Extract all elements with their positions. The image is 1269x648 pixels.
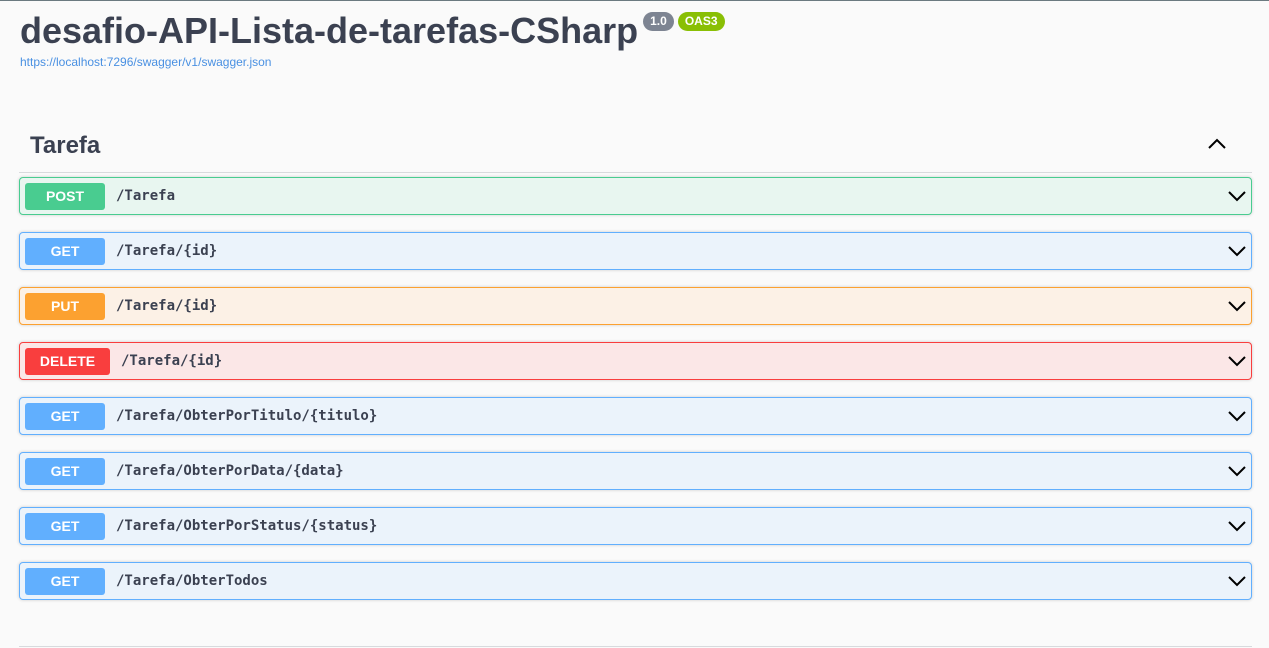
operation-put-tarefa-id[interactable]: PUT /Tarefa/{id} (19, 287, 1252, 325)
operation-get-obter-todos[interactable]: GET /Tarefa/ObterTodos (19, 562, 1252, 600)
title-row: desafio-API-Lista-de-tarefas-CSharp 1.0 … (20, 8, 725, 54)
method-badge: GET (25, 568, 105, 595)
api-info: desafio-API-Lista-de-tarefas-CSharp 1.0 … (20, 8, 725, 69)
method-badge: GET (25, 458, 105, 485)
operation-path: /Tarefa/{id} (116, 298, 218, 314)
tag-section-header[interactable]: Tarefa (19, 120, 1252, 173)
chevron-down-icon[interactable] (1227, 243, 1247, 259)
operation-path: /Tarefa/{id} (121, 353, 223, 369)
chevron-down-icon[interactable] (1227, 463, 1247, 479)
method-badge: DELETE (25, 348, 110, 375)
schemas-divider (19, 646, 1252, 647)
method-badge: POST (25, 183, 105, 210)
operation-delete-tarefa-id[interactable]: DELETE /Tarefa/{id} (19, 342, 1252, 380)
version-badge: 1.0 (643, 12, 674, 31)
operation-path: /Tarefa/ObterPorStatus/{status} (116, 518, 378, 534)
page-title: desafio-API-Lista-de-tarefas-CSharp (20, 10, 639, 51)
chevron-up-icon[interactable] (1206, 136, 1228, 152)
operation-path: /Tarefa/ObterPorData/{data} (116, 463, 344, 479)
chevron-down-icon[interactable] (1227, 408, 1247, 424)
tag-name: Tarefa (30, 132, 101, 159)
operation-path: /Tarefa (116, 188, 176, 204)
chevron-down-icon[interactable] (1227, 518, 1247, 534)
operation-get-obter-por-data[interactable]: GET /Tarefa/ObterPorData/{data} (19, 452, 1252, 490)
method-badge: PUT (25, 293, 105, 320)
method-badge: GET (25, 238, 105, 265)
operation-get-obter-por-status[interactable]: GET /Tarefa/ObterPorStatus/{status} (19, 507, 1252, 545)
operation-path: /Tarefa/ObterTodos (116, 573, 268, 589)
oas-badge: OAS3 (677, 12, 725, 31)
method-badge: GET (25, 513, 105, 540)
chevron-down-icon[interactable] (1227, 573, 1247, 589)
top-border (0, 0, 1269, 1)
spec-url-link[interactable]: https://localhost:7296/swagger/v1/swagge… (20, 55, 272, 69)
operation-get-obter-por-titulo[interactable]: GET /Tarefa/ObterPorTitulo/{titulo} (19, 397, 1252, 435)
operation-post-tarefa[interactable]: POST /Tarefa (19, 177, 1252, 215)
operation-get-tarefa-id[interactable]: GET /Tarefa/{id} (19, 232, 1252, 270)
chevron-down-icon[interactable] (1227, 298, 1247, 314)
operations-list: POST /Tarefa GET /Tarefa/{id} PUT /Taref… (19, 177, 1252, 617)
chevron-down-icon[interactable] (1227, 188, 1247, 204)
operation-path: /Tarefa/{id} (116, 243, 218, 259)
operation-path: /Tarefa/ObterPorTitulo/{titulo} (116, 408, 378, 424)
chevron-down-icon[interactable] (1227, 353, 1247, 369)
method-badge: GET (25, 403, 105, 430)
